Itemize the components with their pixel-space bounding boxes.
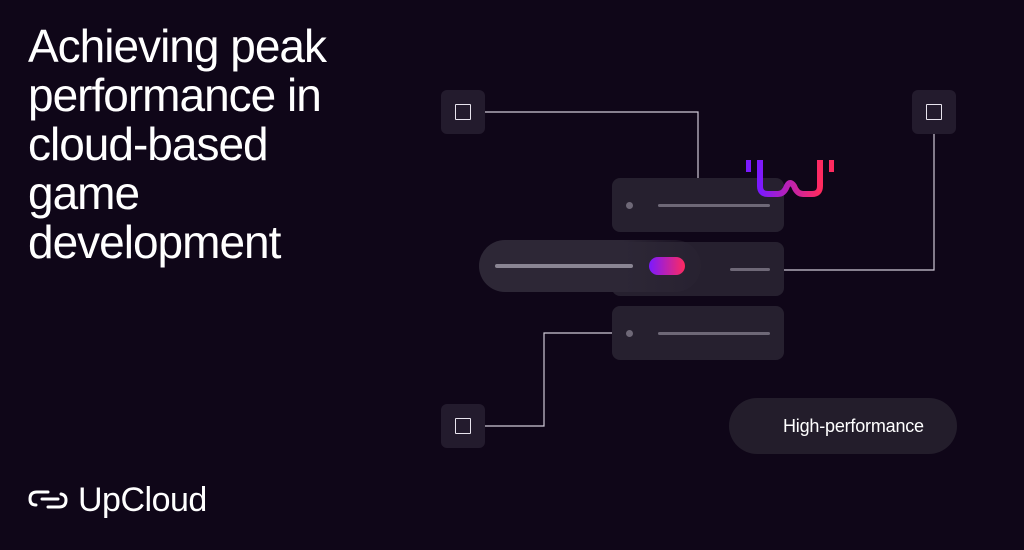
upcloud-logo: UpCloud: [28, 480, 207, 520]
badge-label: High-performance: [783, 415, 924, 436]
headline-line-5: development: [28, 216, 281, 268]
node-square-top-right: [912, 90, 956, 134]
upcloud-logo-icon: [28, 490, 68, 509]
node-square-bottom-left: [441, 404, 485, 448]
slider-control: [479, 240, 701, 292]
list-panel-3: [612, 306, 784, 360]
headline-line-4: game: [28, 167, 140, 219]
sliders-icon: [745, 414, 771, 438]
headline-line-2: performance in: [28, 69, 322, 121]
panel-dot: [626, 330, 633, 337]
headline-line-3: cloud-based: [28, 118, 269, 170]
vr-headset-icon: [746, 160, 834, 197]
panel-line: [658, 204, 770, 207]
panel-line: [730, 268, 770, 271]
headline-line-1: Achieving peak: [28, 20, 327, 72]
panel-line: [658, 332, 770, 335]
logo-text: UpCloud: [78, 480, 207, 519]
node-square-top-left: [441, 90, 485, 134]
headline: Achieving peak performance in cloud-base…: [28, 22, 408, 267]
list-panel-1: [612, 178, 784, 232]
slider-track: [495, 264, 633, 268]
panel-dot: [626, 202, 633, 209]
toggle-switch: [649, 257, 685, 275]
high-performance-badge: High-performance: [729, 398, 957, 454]
